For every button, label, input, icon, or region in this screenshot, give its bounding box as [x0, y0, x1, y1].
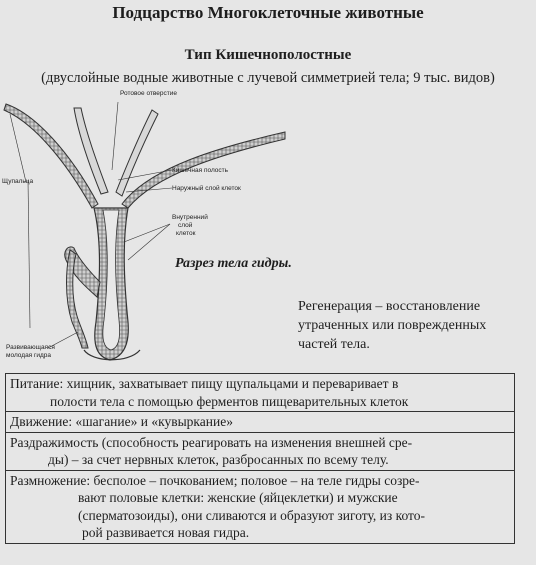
diagram-caption: Разрез тела гидры. [175, 256, 292, 271]
movement-text: Движение: «шагание» и «кувыркание» [10, 414, 233, 429]
label-inner-layer-3: клеток [176, 230, 196, 237]
nutrition-line-1: Питание: хищник, захватывает пищу щупаль… [10, 376, 399, 391]
row-reproduction: Размножение: бесполое – почкованием; пол… [5, 470, 515, 544]
right-tentacle [121, 131, 286, 209]
reproduction-line-3: (сперматозоиды), они сливаются и образую… [78, 507, 425, 523]
type-title: Тип Кишечнополостные [184, 47, 352, 63]
left-tentacle [3, 103, 99, 209]
row-irritability: Раздражимость (способность реагировать н… [5, 432, 515, 471]
type-subtitle: (двуслойные водные животные с лучевой си… [41, 70, 495, 86]
reproduction-line-2: вают половые клетки: женские (яйцеклетки… [78, 490, 398, 505]
label-inner-layer-2: слой [178, 222, 193, 229]
irritability-line-2: ды) – за счет нервных клеток, разбросанн… [48, 452, 389, 467]
label-bud-1: Развивающаяся [6, 344, 55, 351]
irritability-line-1: Раздражимость (способность реагировать н… [10, 434, 413, 450]
traits-table: Питание: хищник, захватывает пищу щупаль… [5, 373, 515, 544]
page-title: Подцарство Многоклеточные животные [112, 3, 424, 22]
regeneration-line: частей тела. [298, 337, 370, 352]
regeneration-line: Регенерация – восстановление [298, 299, 481, 314]
hydra-diagram: Ротовое отверстие Щупальца Кишечная поло… [0, 90, 300, 374]
reproduction-line-1: Размножение: бесполое – почкованием; пол… [10, 472, 420, 488]
label-bud-2: молодая гидра [6, 352, 52, 359]
upper-tentacle-left [73, 107, 109, 195]
row-movement: Движение: «шагание» и «кувыркание» [5, 412, 515, 433]
gut-cavity [102, 209, 120, 351]
label-inner-layer-1: Внутренний [172, 214, 208, 221]
label-mouth: Ротовое отверстие [120, 90, 177, 97]
foot [83, 349, 141, 361]
regeneration-note: Регенерация – восстановление утраченных … [298, 297, 530, 354]
reproduction-line-4: рой развивается новая гидра. [82, 525, 250, 540]
regeneration-line: утраченных или поврежденных [298, 318, 487, 333]
label-outer-layer: Наружный слой клеток [172, 185, 241, 192]
upper-tentacle-right [115, 109, 159, 197]
label-gut-cavity: Кишечная полость [172, 167, 229, 174]
hydra-cross-section-drawing [3, 101, 286, 361]
nutrition-line-2: полости тела с помощью ферментов пищевар… [50, 393, 409, 409]
label-tentacles: Щупальца [2, 178, 34, 185]
row-nutrition: Питание: хищник, захватывает пищу щупаль… [5, 373, 515, 412]
